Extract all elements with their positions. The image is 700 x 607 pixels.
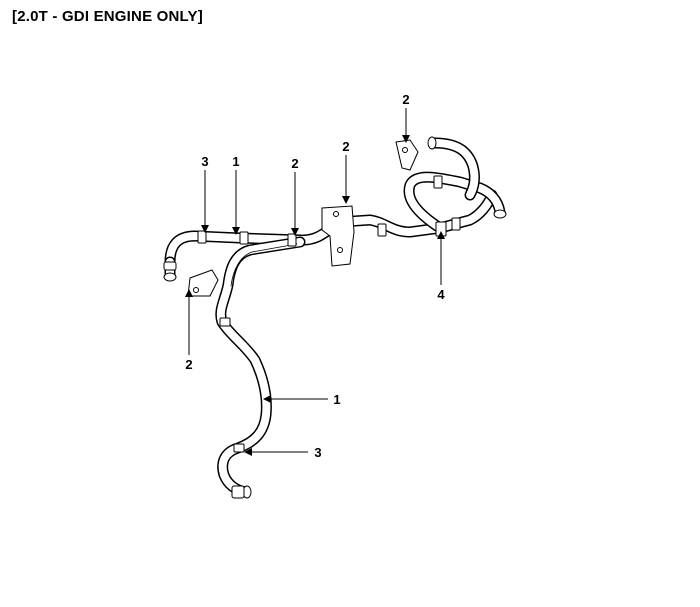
callout-2-upper-mid: 2 [291,156,298,171]
callout-3-lower: 3 [314,445,321,460]
fitting-bottom-collar [231,485,245,499]
bracket-left [187,269,219,297]
bracket-top [395,139,419,171]
clamp-lower-mid [219,317,231,327]
mounting-brackets [187,139,419,297]
clamp-lower-end [233,443,245,453]
fitting-left-collar [163,261,177,271]
fitting-right-end [493,209,507,219]
fitting-left-end [163,272,177,282]
callout-4: 4 [437,287,445,302]
clamp-upper-center [377,223,387,237]
clamp-upper-left [197,230,207,244]
clamp-upper-1 [239,231,249,245]
hose-clamps [197,175,461,453]
callout-2-left: 2 [185,357,192,372]
hose-drawing [164,137,506,498]
top-right-hose [429,137,480,201]
clamp-loop [433,175,443,189]
callout-2-top: 2 [402,92,409,107]
callout-1-lower: 1 [333,392,340,407]
callout-3-upper: 3 [201,154,208,169]
upper-right-hose-loop [403,171,506,234]
fitting-top-right-end [427,136,437,150]
bracket-center [321,205,355,267]
clamp-upper-2 [287,233,297,247]
callout-2-center: 2 [342,139,349,154]
callout-leaders [185,108,445,456]
clamp-right-2 [451,217,461,231]
lower-hose-inner-line [230,243,298,287]
main-hose-lower [215,236,306,498]
callout-1-upper: 1 [232,154,239,169]
hose-end-fittings [163,136,507,499]
callout-labels: 2 3 1 2 2 4 2 1 3 [185,92,445,460]
page-title: [2.0T - GDI ENGINE ONLY] [12,8,203,25]
main-hose-upper [164,189,498,268]
